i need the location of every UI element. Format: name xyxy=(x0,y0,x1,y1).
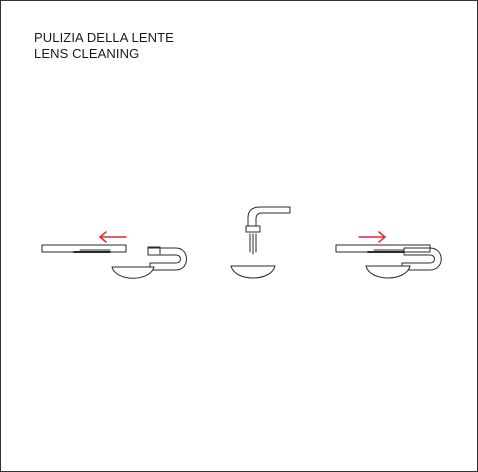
faucet-icon xyxy=(245,206,291,233)
lens-shape xyxy=(365,265,411,279)
frame-bar xyxy=(41,244,127,253)
page-subtitle: LENS CLEANING xyxy=(34,46,140,61)
water-stream-icon xyxy=(249,233,257,255)
step-remove-lens xyxy=(41,231,187,279)
step-rinse-lens xyxy=(230,206,291,279)
step-reinsert-lens xyxy=(335,231,442,279)
arrow-left-icon xyxy=(99,231,127,243)
arrow-right-icon xyxy=(358,231,386,243)
lens-shape xyxy=(111,266,155,279)
page-title: PULIZIA DELLA LENTE xyxy=(34,30,174,45)
lens-shape xyxy=(230,265,276,279)
